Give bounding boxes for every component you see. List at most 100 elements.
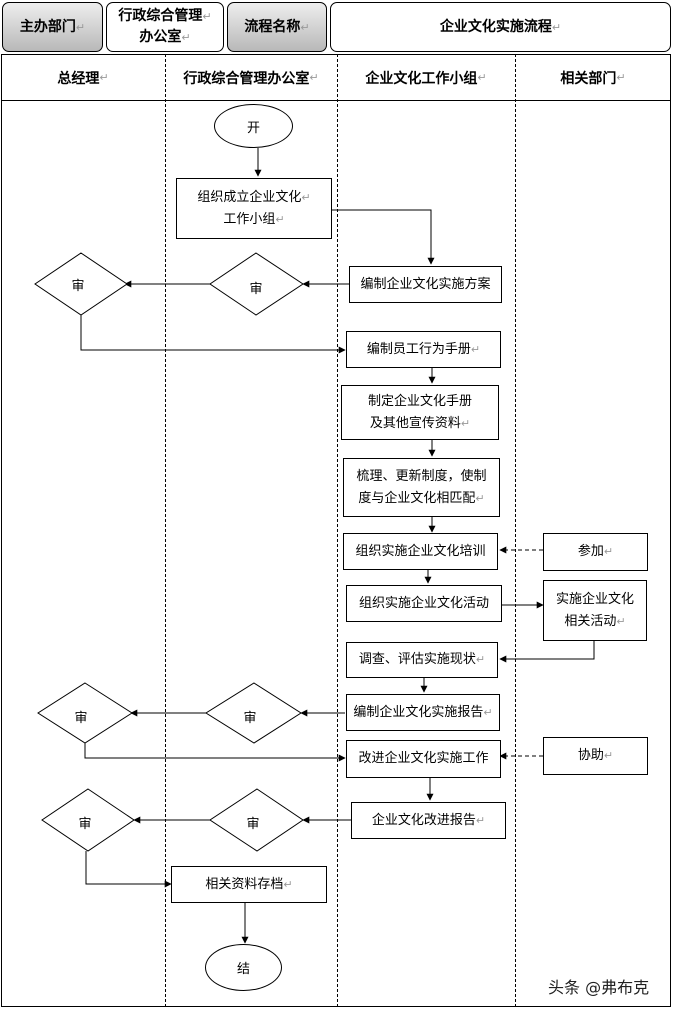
- review-a1-label: 审: [249, 281, 263, 297]
- paragraph-mark-icon: ↵: [483, 705, 493, 719]
- assist-label: 协助: [577, 748, 604, 763]
- participate-label: 参加: [577, 544, 604, 559]
- lane-title-culture-group: 企业文化工作小组↵: [337, 54, 515, 101]
- paragraph-mark-icon: ↵: [551, 20, 562, 34]
- paragraph-mark-icon: ↵: [460, 416, 471, 430]
- paragraph-mark-icon: ↵: [181, 31, 191, 44]
- paragraph-mark-icon: ↵: [475, 813, 486, 827]
- improve-report-box: 企业文化改进报告↵: [351, 802, 506, 839]
- header-dept-value-line2: 办公室: [139, 29, 182, 45]
- form-group-line2: 工作小组: [223, 211, 276, 227]
- review-diamond: [37, 682, 133, 744]
- header-process-label-text: 流程名称: [244, 18, 301, 35]
- header-dept-value-line1: 行政综合管理: [118, 8, 203, 24]
- review-b1-label: 审: [243, 710, 257, 726]
- arrow-review-to-improve: [84, 743, 346, 762]
- paragraph-mark-icon: ↵: [275, 212, 285, 226]
- implement-box: 实施企业文化 相关活动↵: [543, 580, 647, 641]
- report-box: 编制企业文化实施报告↵: [346, 694, 500, 731]
- lane-title-gm: 总经理↵: [1, 54, 165, 101]
- paragraph-mark-icon: ↵: [309, 71, 319, 84]
- form-group-box: 组织成立企业文化↵ 工作小组↵: [176, 178, 332, 239]
- header-process-value-text: 企业文化实施流程: [439, 18, 552, 35]
- plan-box: 编制企业文化实施方案: [349, 266, 502, 303]
- review-diamond: [209, 788, 304, 852]
- rules-box: 梳理、更新制度，使制 度与企业文化相匹配↵: [343, 458, 500, 517]
- review-b2-label: 审: [74, 710, 88, 726]
- review-diamond: [41, 788, 135, 852]
- paragraph-mark-icon: ↵: [475, 653, 486, 666]
- review-c2-label: 审: [78, 816, 92, 832]
- training-label: 组织实施企业文化培训: [355, 543, 486, 559]
- lane-title-related-dept: 相关部门↵: [515, 54, 671, 101]
- paragraph-mark-icon: ↵: [603, 749, 614, 762]
- paragraph-mark-icon: ↵: [616, 614, 626, 628]
- archive-label: 相关资料存档: [205, 876, 284, 892]
- paragraph-mark-icon: ↵: [470, 342, 481, 356]
- rules-line2: 度与企业文化相匹配: [358, 490, 476, 506]
- lane-title-text: 总经理: [57, 70, 100, 87]
- improve-box: 改进企业文化实施工作: [346, 740, 501, 778]
- paragraph-mark-icon: ↵: [477, 71, 487, 84]
- lane-divider: [337, 54, 338, 1007]
- implement-line1: 实施企业文化: [555, 591, 634, 607]
- header-process-value: 企业文化实施流程↵: [330, 2, 671, 52]
- staff-handbook-label: 编制员工行为手册: [366, 341, 471, 357]
- arrow-review-to-archive: [85, 851, 172, 888]
- arrow-form-group-to-plan: [332, 209, 435, 265]
- end-node: 结: [205, 944, 282, 991]
- header-dept-label-text: 主办部门: [19, 18, 76, 35]
- lane-title-text: 相关部门: [560, 70, 617, 87]
- report-label: 编制企业文化实施报告: [353, 704, 484, 720]
- paragraph-mark-icon: ↵: [300, 20, 310, 34]
- lane-header-row: [1, 54, 671, 101]
- end-label: 结: [236, 962, 250, 977]
- lane-body: [1, 100, 671, 1007]
- activity-box: 组织实施企业文化活动: [346, 585, 502, 622]
- paragraph-mark-icon: ↵: [99, 71, 109, 84]
- review-diamond: [34, 252, 128, 316]
- staff-handbook-box: 编制员工行为手册↵: [346, 331, 501, 368]
- review-diamond: [209, 252, 304, 316]
- review-diamond: [205, 682, 302, 744]
- culture-handbook-line1: 制定企业文化手册: [367, 393, 472, 409]
- improve-report-label: 企业文化改进报告: [371, 812, 476, 828]
- lane-title-text: 行政综合管理办公室: [183, 70, 310, 87]
- culture-handbook-line2: 及其他宣传资料: [369, 415, 461, 431]
- review-a2-label: 审: [71, 278, 85, 294]
- improve-label: 改进企业文化实施工作: [358, 751, 489, 766]
- lane-divider: [515, 54, 516, 1007]
- paragraph-mark-icon: ↵: [616, 71, 626, 84]
- implement-line2: 相关活动: [564, 613, 617, 629]
- culture-handbook-box: 制定企业文化手册 及其他宣传资料↵: [341, 385, 499, 440]
- paragraph-mark-icon: ↵: [75, 20, 86, 34]
- participate-box: 参加↵: [543, 533, 648, 571]
- paragraph-mark-icon: ↵: [283, 877, 293, 891]
- watermark-text: 头条 @弗布克: [548, 978, 650, 997]
- header-dept-label: 主办部门↵: [2, 2, 103, 52]
- plan-label: 编制企业文化实施方案: [360, 276, 491, 292]
- activity-label: 组织实施企业文化活动: [358, 595, 489, 611]
- survey-box: 调查、评估实施现状↵: [346, 642, 498, 678]
- header-dept-value: 行政综合管理↵ 办公室↵: [106, 2, 224, 52]
- paragraph-mark-icon: ↵: [202, 10, 212, 23]
- arrow-implement-to-survey: [499, 641, 595, 663]
- review-c1-label: 审: [246, 816, 260, 832]
- lane-divider: [165, 54, 166, 1007]
- header-process-label: 流程名称↵: [227, 2, 327, 52]
- paragraph-mark-icon: ↵: [301, 190, 311, 204]
- start-label: 开: [246, 120, 260, 136]
- arrow-review-to-handbook: [80, 315, 346, 354]
- rules-line1: 梳理、更新制度，使制: [356, 468, 487, 484]
- archive-box: 相关资料存档↵: [171, 866, 327, 903]
- start-node: 开: [214, 104, 293, 148]
- lane-title-admin: 行政综合管理办公室↵: [165, 54, 337, 101]
- assist-box: 协助↵: [543, 737, 648, 775]
- survey-label: 调查、评估实施现状: [358, 652, 476, 667]
- form-group-line1: 组织成立企业文化: [197, 189, 302, 205]
- training-box: 组织实施企业文化培训: [343, 533, 498, 570]
- paragraph-mark-icon: ↵: [603, 545, 614, 558]
- lane-title-text: 企业文化工作小组: [365, 70, 478, 87]
- paragraph-mark-icon: ↵: [475, 491, 485, 505]
